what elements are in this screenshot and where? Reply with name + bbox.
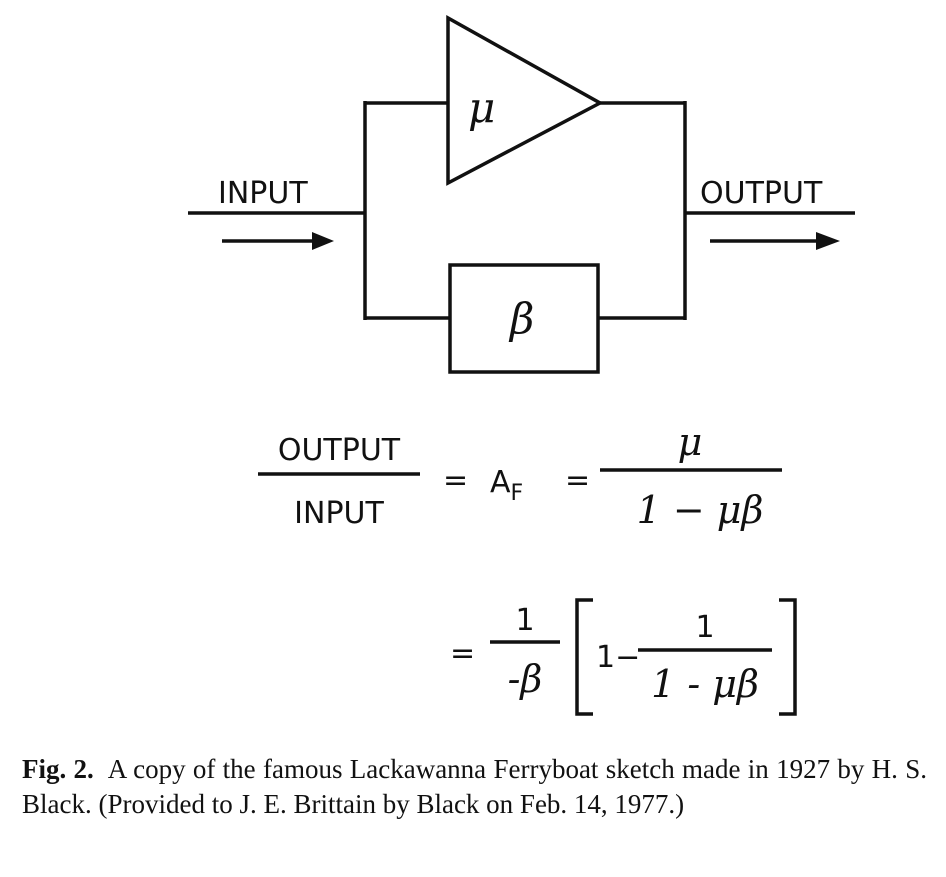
eq1-equals1: = xyxy=(443,463,468,498)
feedback-symbol: β xyxy=(508,294,534,343)
eq2-one-minus: 1− xyxy=(596,640,640,675)
caption-label: Fig. 2. xyxy=(22,754,94,784)
bracket-left xyxy=(575,598,593,716)
bracket-right xyxy=(779,598,797,716)
amplifier-triangle xyxy=(446,15,604,186)
eq1-equals2: = xyxy=(565,463,590,498)
eq2-inner-denominator: 1 - μβ xyxy=(651,662,759,706)
input-arrowhead xyxy=(312,232,334,250)
output-arrowhead xyxy=(816,232,840,250)
output-label: OUTPUT xyxy=(700,176,823,211)
eq1-gain: AF xyxy=(490,465,523,506)
eq1-rhs-denominator: 1 − μβ xyxy=(637,488,764,532)
eq1-rhs-numerator: μ xyxy=(678,420,703,464)
eq2-equals: = xyxy=(450,636,475,671)
caption-text: A copy of the famous Lackawanna Ferryboa… xyxy=(22,754,927,819)
eq1-numerator: OUTPUT xyxy=(278,433,401,468)
eq2-inner-numerator: 1 xyxy=(695,610,714,645)
input-label: INPUT xyxy=(218,176,308,211)
amplifier-symbol: μ xyxy=(468,83,495,132)
eq2-denominator: -β xyxy=(508,657,543,701)
eq1-denominator: INPUT xyxy=(294,496,384,531)
figure-caption: Fig. 2.A copy of the famous Lackawanna F… xyxy=(22,752,927,822)
eq2-numerator: 1 xyxy=(515,603,534,638)
